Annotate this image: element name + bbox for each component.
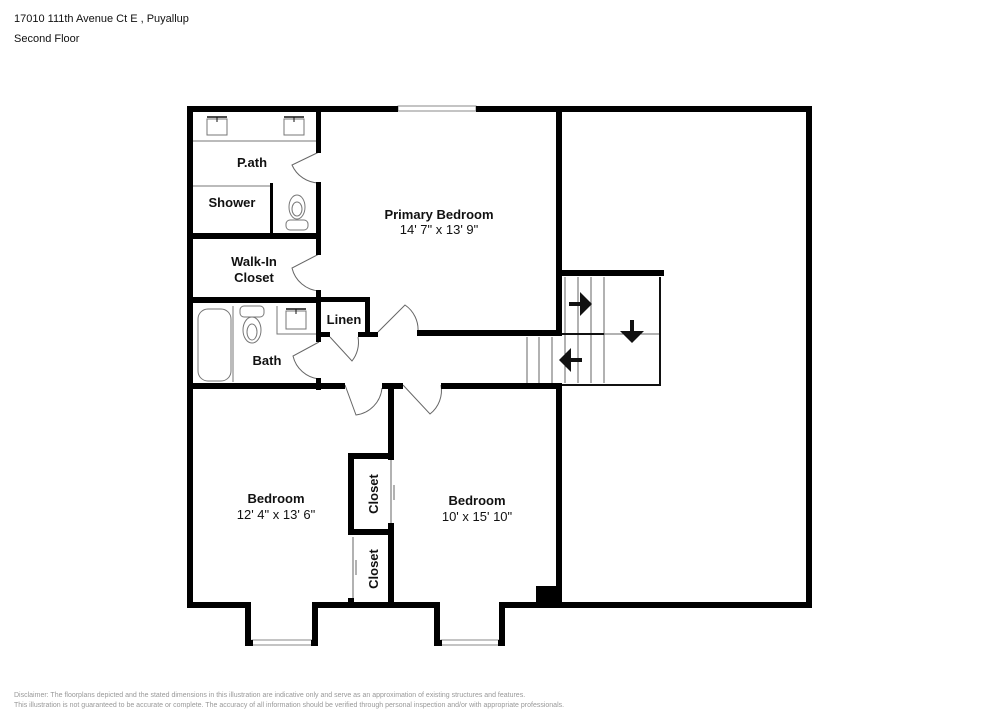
- walls: [187, 106, 812, 646]
- room-label-walk-in-line2: Closet: [234, 270, 274, 285]
- toilet-icon: [239, 305, 265, 344]
- room-label-walk-in-line1: Walk-In: [231, 254, 277, 269]
- disclaimer-line-1: Disclaimer: The floorplans depicted and …: [14, 692, 526, 699]
- door-swing: [292, 341, 320, 380]
- room-label-closet-2: Closet: [366, 548, 381, 588]
- room-label-linen: Linen: [327, 312, 362, 327]
- room-label-bedroom-1: Bedroom: [247, 491, 304, 506]
- room-label-primary-bedroom: Primary Bedroom: [384, 207, 493, 222]
- window: [440, 639, 500, 646]
- room-label-shower: Shower: [209, 195, 256, 210]
- bathtub-icon: [197, 306, 234, 382]
- arrow-right-icon: [569, 292, 592, 316]
- door-swing: [291, 253, 320, 292]
- room-label-bath: Bath: [253, 353, 282, 368]
- room-dims-primary-bedroom: 14' 7" x 13' 9": [400, 222, 479, 237]
- arrow-down-icon: [620, 320, 644, 343]
- arrow-left-icon: [559, 348, 582, 372]
- door-swing: [291, 151, 320, 184]
- door-swing: [402, 384, 442, 415]
- floor-label: Second Floor: [14, 33, 80, 45]
- doors: [291, 151, 442, 600]
- room-dims-bedroom-1: 12' 4" x 13' 6": [237, 507, 316, 522]
- door-swing: [329, 336, 359, 362]
- stair-arrows: [559, 292, 644, 372]
- disclaimer-line-2: This illustration is not guaranteed to b…: [14, 702, 565, 709]
- window: [251, 639, 313, 646]
- room-label-closet-1: Closet: [366, 473, 381, 513]
- room-label-primary-bath: P.ath: [237, 155, 267, 170]
- room-dims-bedroom-2: 10' x 15' 10": [442, 509, 513, 524]
- sink-icon: [283, 116, 305, 136]
- property-address: 17010 111th Avenue Ct E , Puyallup: [14, 13, 189, 25]
- door-swing: [344, 384, 383, 416]
- room-label-bedroom-2: Bedroom: [448, 493, 505, 508]
- window: [397, 105, 477, 112]
- sink-icon: [206, 116, 228, 136]
- toilet-icon: [285, 194, 309, 231]
- door-swing: [377, 304, 419, 333]
- sink-icon: [285, 308, 307, 330]
